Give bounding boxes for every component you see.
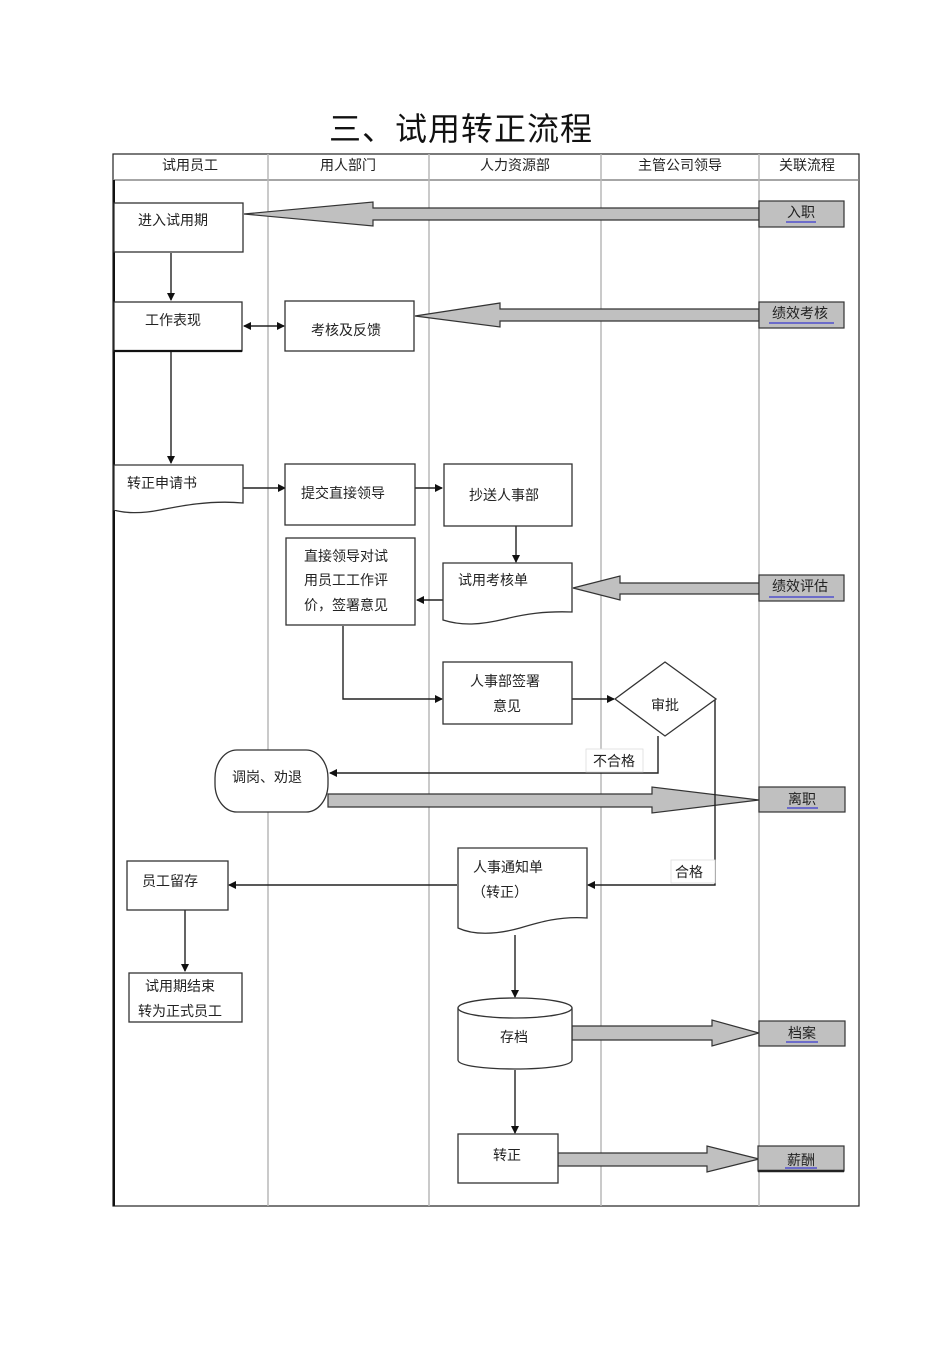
connector (342, 626, 443, 703)
node-employee-keep-text: 员工留存 (142, 874, 198, 890)
related-performance-review-label[interactable]: 绩效考核 (772, 306, 828, 322)
lane-header-dept: 用人部门 (320, 158, 376, 174)
node-transfer-dismiss-text: 调岗、劝退 (232, 770, 302, 786)
label-box (585, 748, 644, 773)
related-onboarding[interactable]: 入职 (758, 200, 845, 228)
nodes: 进入试用期 工作表现 考核及反馈 转正申请书 提交直接领导 抄送人事部 (113, 202, 718, 1184)
node-employee-keep[interactable]: 员工留存 (126, 860, 229, 911)
related-performance-eval[interactable]: 绩效评估 (758, 574, 845, 602)
node-cc-hr-text: 抄送人事部 (469, 488, 539, 504)
node-probation-end[interactable]: 试用期结束 转为正式员工 (128, 972, 243, 1023)
node-archive[interactable]: 存档 (457, 997, 573, 1070)
related-process-boxes: 入职 绩效考核 绩效评估 离职 档案 薪酬 (757, 200, 846, 1173)
node-probation-end-line-1: 试用期结束 (145, 979, 215, 995)
lane-header-hr: 人力资源部 (480, 158, 550, 174)
block-arrow-resignation (327, 786, 760, 814)
lane-header-employee: 试用员工 (162, 158, 218, 174)
node-cc-hr[interactable]: 抄送人事部 (443, 463, 573, 527)
node-approval-text: 审批 (651, 698, 679, 714)
edge-label-fail: 不合格 (593, 754, 635, 770)
node-enter-probation-text: 进入试用期 (138, 213, 208, 229)
lane-header-related: 关联流程 (779, 158, 835, 174)
node-hr-notice-line-1: 人事通知单 (473, 859, 543, 876)
block-arrow-archives (571, 1019, 762, 1047)
related-archives[interactable]: 档案 (758, 1020, 846, 1047)
node-assess-form-text: 试用考核单 (458, 573, 528, 589)
node-hr-sign-line-2: 意见 (493, 698, 521, 715)
block-arrow-performance-eval (572, 575, 760, 601)
connector-fail (329, 736, 659, 777)
node-regularize[interactable]: 转正 (457, 1133, 559, 1184)
node-leader-eval[interactable]: 直接领导对试 用员工工作评 价，签署意见 (285, 537, 416, 626)
connector-pass (587, 699, 716, 889)
related-onboarding-label[interactable]: 入职 (787, 205, 815, 221)
node-work-performance[interactable]: 工作表现 (113, 301, 243, 353)
related-salary-label[interactable]: 薪酬 (787, 1153, 815, 1169)
node-application[interactable]: 转正申请书 (113, 464, 244, 514)
node-approval[interactable]: 审批 (613, 661, 718, 737)
node-work-performance-text: 工作表现 (145, 313, 201, 329)
node-leader-eval-line-2: 用员工工作评 (304, 573, 388, 589)
node-assess-feedback[interactable]: 考核及反馈 (284, 300, 415, 352)
node-leader-eval-line-3: 价，签署意见 (304, 597, 388, 614)
node-leader-eval-line-1: 直接领导对试 (304, 548, 388, 565)
related-performance-review[interactable]: 绩效考核 (758, 301, 845, 329)
node-regularize-text: 转正 (493, 1148, 521, 1164)
connectors (167, 253, 716, 1134)
node-assess-form[interactable]: 试用考核单 (442, 562, 573, 625)
lane-header-leader: 主管公司领导 (638, 158, 722, 174)
edge-label-pass: 合格 (675, 865, 703, 881)
node-hr-sign[interactable]: 人事部签署 意见 (442, 661, 573, 725)
label-box (670, 859, 716, 884)
related-resignation[interactable]: 离职 (758, 786, 846, 813)
node-assess-feedback-text: 考核及反馈 (311, 323, 381, 339)
block-arrow-onboarding (243, 201, 760, 227)
node-submit-leader-text: 提交直接领导 (301, 485, 385, 502)
node-probation-end-line-2: 转为正式员工 (138, 1004, 222, 1020)
related-performance-eval-label[interactable]: 绩效评估 (772, 579, 828, 595)
block-arrows (243, 201, 762, 1173)
node-archive-text: 存档 (500, 1030, 528, 1046)
related-archives-label[interactable]: 档案 (788, 1025, 816, 1042)
related-salary[interactable]: 薪酬 (757, 1145, 845, 1173)
node-application-text: 转正申请书 (127, 476, 197, 492)
page-title: 三、试用转正流程 (328, 110, 593, 148)
node-transfer-dismiss[interactable]: 调岗、劝退 (214, 749, 329, 813)
node-hr-notice-line-2: （转正） (472, 885, 528, 901)
node-enter-probation[interactable]: 进入试用期 (113, 202, 244, 253)
block-arrow-salary (557, 1145, 760, 1173)
node-hr-sign-line-1: 人事部签署 (470, 673, 540, 690)
lane-headers: 试用员工 用人部门 人力资源部 主管公司领导 关联流程 (162, 158, 835, 174)
block-arrow-performance-review (414, 302, 760, 328)
node-hr-notice[interactable]: 人事通知单 （转正） (457, 847, 588, 934)
edge-labels: 不合格 合格 (585, 748, 716, 884)
related-resignation-label[interactable]: 离职 (788, 791, 816, 808)
node-submit-leader[interactable]: 提交直接领导 (284, 463, 416, 526)
